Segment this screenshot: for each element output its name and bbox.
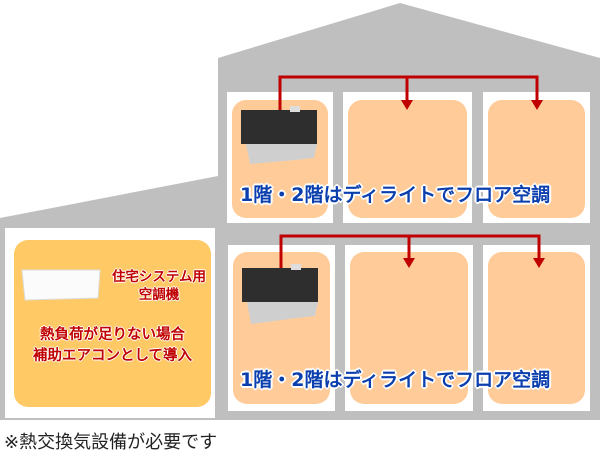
airflow-arrows-upper <box>278 75 539 112</box>
wall-ac-unit <box>21 269 101 301</box>
annex-note-line2: 補助エアコンとして導入 <box>32 348 193 364</box>
footnote: ※熱交換気設備が必要です <box>4 432 218 453</box>
annex-room <box>14 240 211 407</box>
annex-note-line1: 熱負荷が足りない場合 <box>40 327 185 343</box>
annex-note: 熱負荷が足りない場合 補助エアコンとして導入 <box>14 325 211 367</box>
room-upper-2 <box>348 100 467 218</box>
floor-label-upper: 1階・2階はディライトでフロア空調 <box>240 184 551 206</box>
wall-ac-label-line2: 空調機 <box>138 287 180 303</box>
ducted-ac-unit-upper <box>241 106 317 164</box>
wall-ac-label-line1: 住宅システム用 <box>111 269 207 285</box>
room-lower-2 <box>350 252 468 404</box>
ducted-ac-unit-lower <box>242 264 318 324</box>
floor-label-lower: 1階・2階はディライトでフロア空調 <box>240 369 551 391</box>
room-lower-3 <box>488 252 585 404</box>
airflow-arrows-lower <box>279 234 541 268</box>
room-upper-3 <box>488 100 585 218</box>
wall-ac-label: 住宅システム用 空調機 <box>100 268 218 304</box>
